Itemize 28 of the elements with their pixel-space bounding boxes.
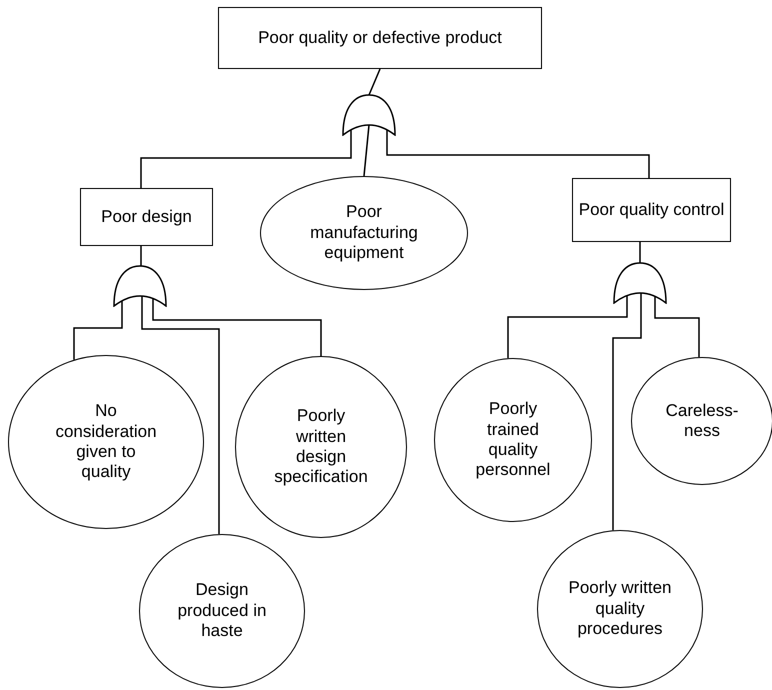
- event-label: Poor manufacturing equipment: [309, 202, 419, 264]
- event-box: [218, 7, 542, 69]
- event-label: Poor quality control: [578, 200, 724, 220]
- event-label: Poorly written design specification: [273, 406, 369, 488]
- connector-line: [507, 296, 628, 358]
- connector-line: [140, 246, 142, 266]
- event-label: Poor quality or defective product: [258, 28, 502, 48]
- event-label: Careless-ness: [664, 400, 740, 442]
- event-box: [80, 188, 213, 246]
- connector-line: [141, 296, 220, 534]
- connector-line: [140, 130, 352, 188]
- event-label: Poorly trained quality personnel: [474, 399, 552, 481]
- connector-line: [386, 130, 650, 178]
- event-label: No consideration given to quality: [54, 401, 158, 483]
- event-box: [572, 178, 731, 242]
- event-label: Poorly written quality procedures: [568, 578, 672, 640]
- or-gate: [613, 262, 667, 304]
- connector-line: [363, 124, 370, 176]
- connector-line: [368, 68, 381, 96]
- or-gate: [113, 265, 167, 307]
- or-gate: [342, 94, 396, 136]
- connector-line: [73, 300, 123, 360]
- event-label: Poor design: [101, 206, 192, 228]
- connector-line: [639, 242, 641, 263]
- connector-line: [654, 296, 700, 358]
- connector-line: [612, 293, 642, 530]
- connector-line: [152, 298, 322, 356]
- event-label: Design produced in haste: [176, 580, 268, 642]
